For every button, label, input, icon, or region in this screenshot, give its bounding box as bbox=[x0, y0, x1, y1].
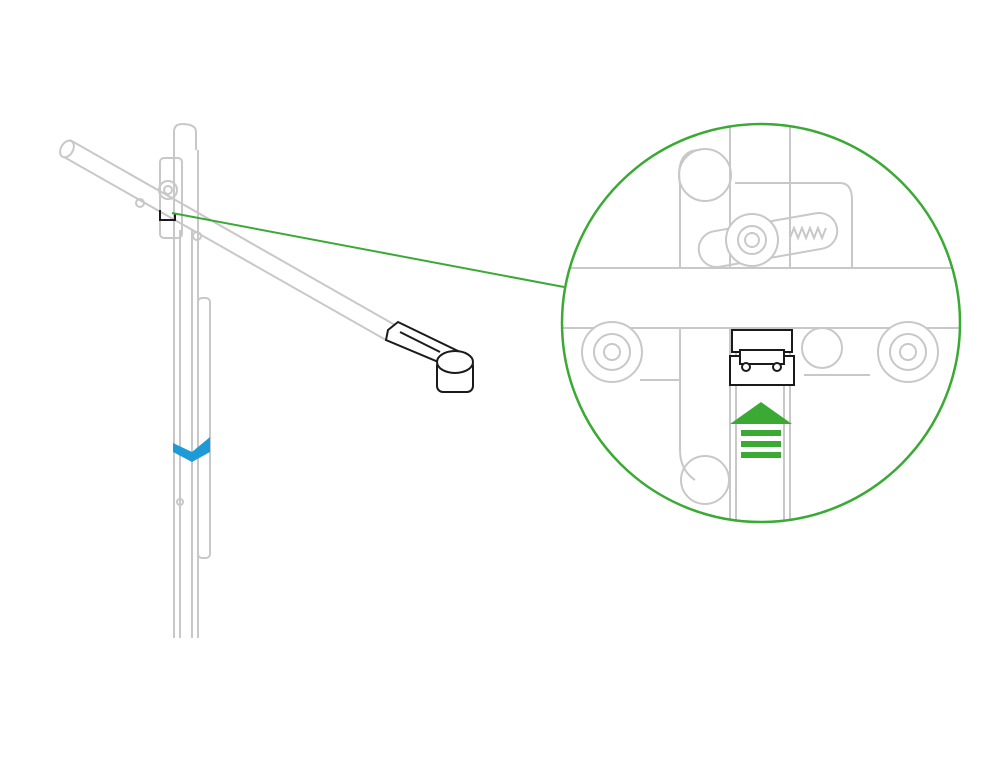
height-marker bbox=[173, 437, 210, 462]
arrow-up-icon bbox=[730, 402, 792, 458]
clip-part bbox=[729, 329, 795, 386]
vertical-post bbox=[159, 122, 211, 638]
clip-part-small bbox=[159, 210, 176, 221]
detail-view bbox=[562, 124, 960, 522]
horizontal-arm bbox=[59, 139, 396, 341]
arm-handle bbox=[384, 320, 474, 393]
detail-circle bbox=[560, 122, 962, 524]
callout-line bbox=[171, 212, 565, 288]
